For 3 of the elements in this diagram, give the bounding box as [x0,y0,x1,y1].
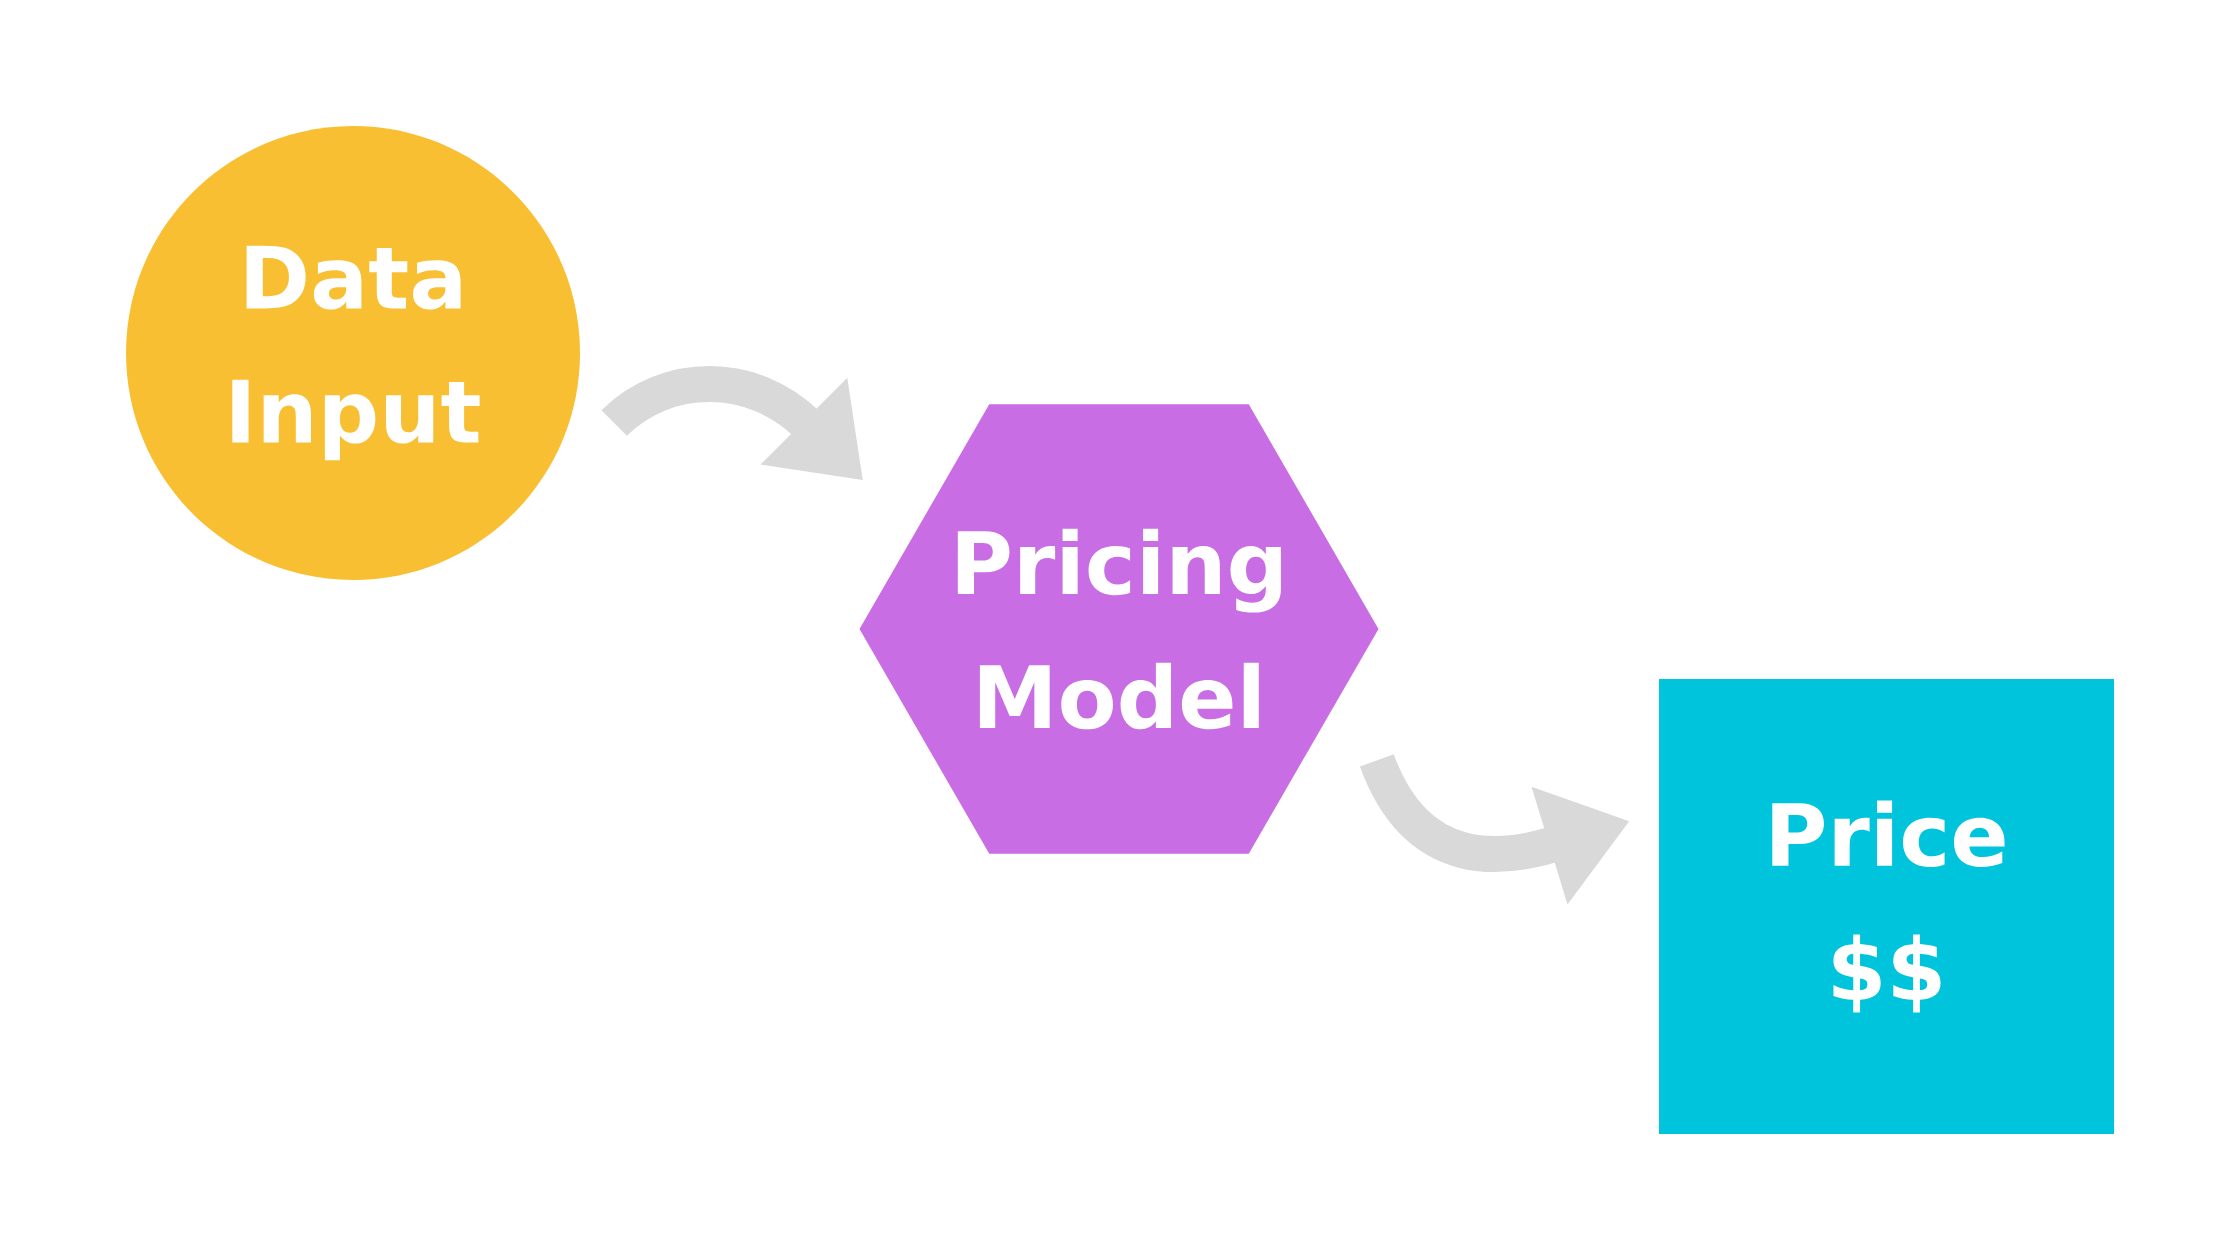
hexagon-node: Pricing Model [859,404,1379,854]
square-node: Price $$ [1659,679,2114,1134]
circle-node: Data Input [126,126,580,580]
